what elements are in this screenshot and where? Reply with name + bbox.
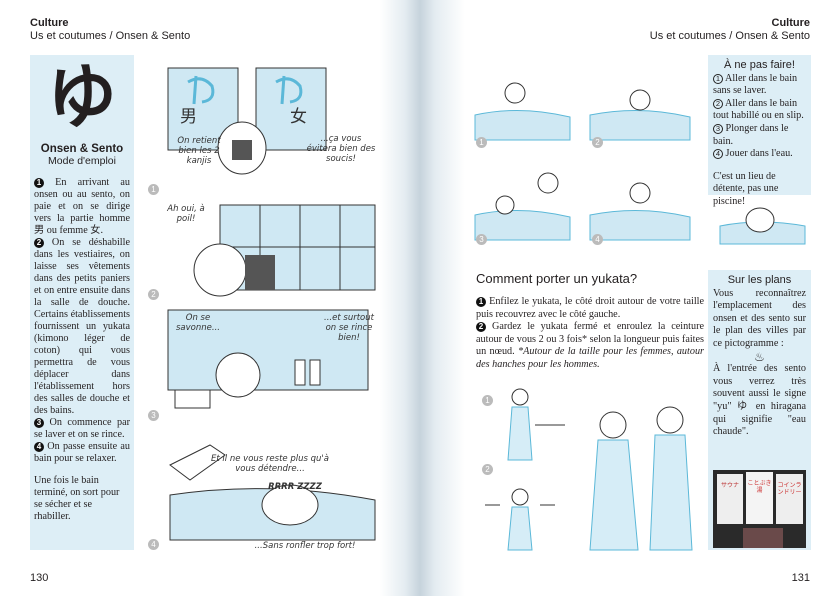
- onsen-pictogram-icon: ♨: [754, 349, 765, 364]
- panel-number: 2: [148, 289, 159, 300]
- yukata-instructions: 1 Enfilez le yukata, le côté droit autou…: [476, 296, 704, 372]
- speech-bubble: ...et surtout on se rince bien!: [324, 313, 374, 343]
- speech-bubble: On retient bien les 2 kanjis: [177, 136, 221, 166]
- step-text: On se déshabille dans les vestiaires, on…: [34, 237, 130, 416]
- step-text: Gardez le yukata fermé et enroulez la ce…: [476, 321, 704, 358]
- page-header: Culture Us et coutumes / Onsen & Sento: [30, 17, 190, 43]
- dont-item-3: 3 Plonger dans le bain.: [713, 123, 806, 148]
- sidebar-title: Onsen & Sento: [40, 143, 124, 155]
- item-number: 1: [713, 73, 723, 84]
- plans-text: À l'entrée des sento vous verrez très so…: [713, 363, 806, 438]
- section-title: Culture: [30, 17, 69, 29]
- panel-number: 1: [148, 184, 159, 195]
- page-header: Culture Us et coutumes / Onsen & Sento: [650, 17, 810, 43]
- caption: ...Sans ronfler trop fort!: [254, 541, 356, 551]
- step-1: 1 En arrivant au onsen ou au sento, on p…: [34, 177, 130, 237]
- box-closing: C'est un lieu de détente, pas une piscin…: [713, 170, 779, 207]
- section-title: Culture: [771, 17, 811, 29]
- step-number: 2: [476, 322, 486, 333]
- step-number: 1: [34, 178, 44, 188]
- item-text: Aller dans le bain tout habillé ou en sl…: [713, 97, 804, 122]
- dont-item-1: 1 Aller dans le bain sans se laver.: [713, 73, 806, 98]
- figure-number: 1: [482, 395, 493, 406]
- box-title: À ne pas faire!: [724, 59, 795, 71]
- footnote: *Autour de la taille pour les femmes, au…: [476, 346, 705, 370]
- step-number: 3: [34, 418, 44, 428]
- step-number: 2: [34, 238, 44, 248]
- step-4: 4 On passe ensuite au bain pour se relax…: [34, 441, 130, 465]
- dont-do-illustrations: [474, 82, 691, 241]
- snore-text: RRRR ZZZZ: [268, 482, 322, 492]
- dont-item-2: 2 Aller dans le bain tout habillé ou en …: [713, 98, 806, 123]
- panel-number: 3: [476, 234, 487, 245]
- sidebar-subtitle: Mode d'emploi: [48, 155, 116, 167]
- comic-panel-2-illustration: [193, 204, 376, 297]
- item-text: Plonger dans le bain.: [713, 122, 789, 147]
- panel-number: 4: [592, 234, 603, 245]
- sign-bathhouse: ことぶき湯: [746, 472, 773, 524]
- kanji-men: 男: [180, 107, 197, 127]
- step-3: 3 On commence par se laver et on se rinc…: [34, 417, 130, 441]
- speech-bubble: On se savonne...: [176, 313, 220, 333]
- sign-sauna: サウナ: [717, 474, 743, 524]
- item-number: 2: [713, 98, 723, 109]
- item-number: 3: [713, 123, 723, 134]
- speech-bubble: Ah oui, à poil!: [167, 204, 205, 224]
- item-number: 4: [713, 149, 723, 160]
- comic-panel-1-illustration: [167, 67, 327, 175]
- right-page: Culture Us et coutumes / Onsen & Sento 1…: [420, 0, 840, 596]
- yukata-illustrations: [485, 388, 693, 551]
- kanji-women: 女: [290, 107, 307, 127]
- panel-number: 2: [592, 137, 603, 148]
- dont-do-box: À ne pas faire! 1 Aller dans le bain san…: [708, 55, 811, 207]
- comic-panel-4-illustration: [169, 444, 376, 541]
- figure-number: 2: [482, 464, 493, 475]
- panel-number: 3: [148, 410, 159, 421]
- speech-bubble: ...ça vous évitera bien des soucis!: [306, 134, 376, 164]
- panel-number: 4: [148, 539, 159, 550]
- item-text: Jouer dans l'eau.: [725, 148, 793, 160]
- sidebar-box: ゆ Onsen & Sento Mode d'emploi 1 En arriv…: [30, 55, 134, 550]
- yukata-heading: Comment porter un yukata?: [476, 271, 638, 286]
- step-number: 4: [34, 442, 44, 452]
- sign-laundry: コインランドリー: [776, 474, 803, 524]
- step-text: Enfilez le yukata, le côté droit autour …: [476, 296, 705, 320]
- step-text: On passe ensuite au bain pour se relaxer…: [34, 441, 130, 464]
- closing-text: Une fois le bain terminé, on sort pour s…: [34, 475, 120, 522]
- plans-box: Sur les plans Vous reconnaîtrez l'emplac…: [708, 270, 811, 550]
- page-number: 130: [30, 572, 49, 584]
- kana-yu: ゆ: [47, 55, 117, 138]
- item-text: Aller dans le bain sans se laver.: [713, 72, 798, 97]
- sento-photo: サウナ ことぶき湯 コインランドリー: [713, 470, 806, 548]
- speech-bubble: Et il ne vous reste plus qu'à vous déten…: [211, 454, 329, 474]
- step-2: 2 On se déshabille dans les vestiaires, …: [34, 237, 130, 417]
- comic-panel-3-illustration: [167, 309, 369, 409]
- step-text: On commence par se laver et on se rince.: [34, 417, 130, 440]
- bath-character-illustration: [719, 207, 806, 245]
- dont-item-4: 4 Jouer dans l'eau.: [713, 148, 806, 161]
- left-page: Culture Us et coutumes / Onsen & Sento ゆ…: [0, 0, 420, 596]
- step-text: En arrivant au onsen ou au sento, on pai…: [34, 177, 131, 236]
- panel-number: 1: [476, 137, 487, 148]
- step-number: 1: [476, 297, 486, 307]
- sidebar-text: 1 En arrivant au onsen ou au sento, on p…: [34, 177, 130, 523]
- page-number: 131: [791, 572, 810, 584]
- box-title: Sur les plans: [727, 274, 792, 286]
- plans-text: Vous reconnaîtrez l'emplacement des onse…: [713, 287, 806, 349]
- breadcrumb: Us et coutumes / Onsen & Sento: [30, 30, 191, 42]
- breadcrumb: Us et coutumes / Onsen & Sento: [649, 30, 810, 42]
